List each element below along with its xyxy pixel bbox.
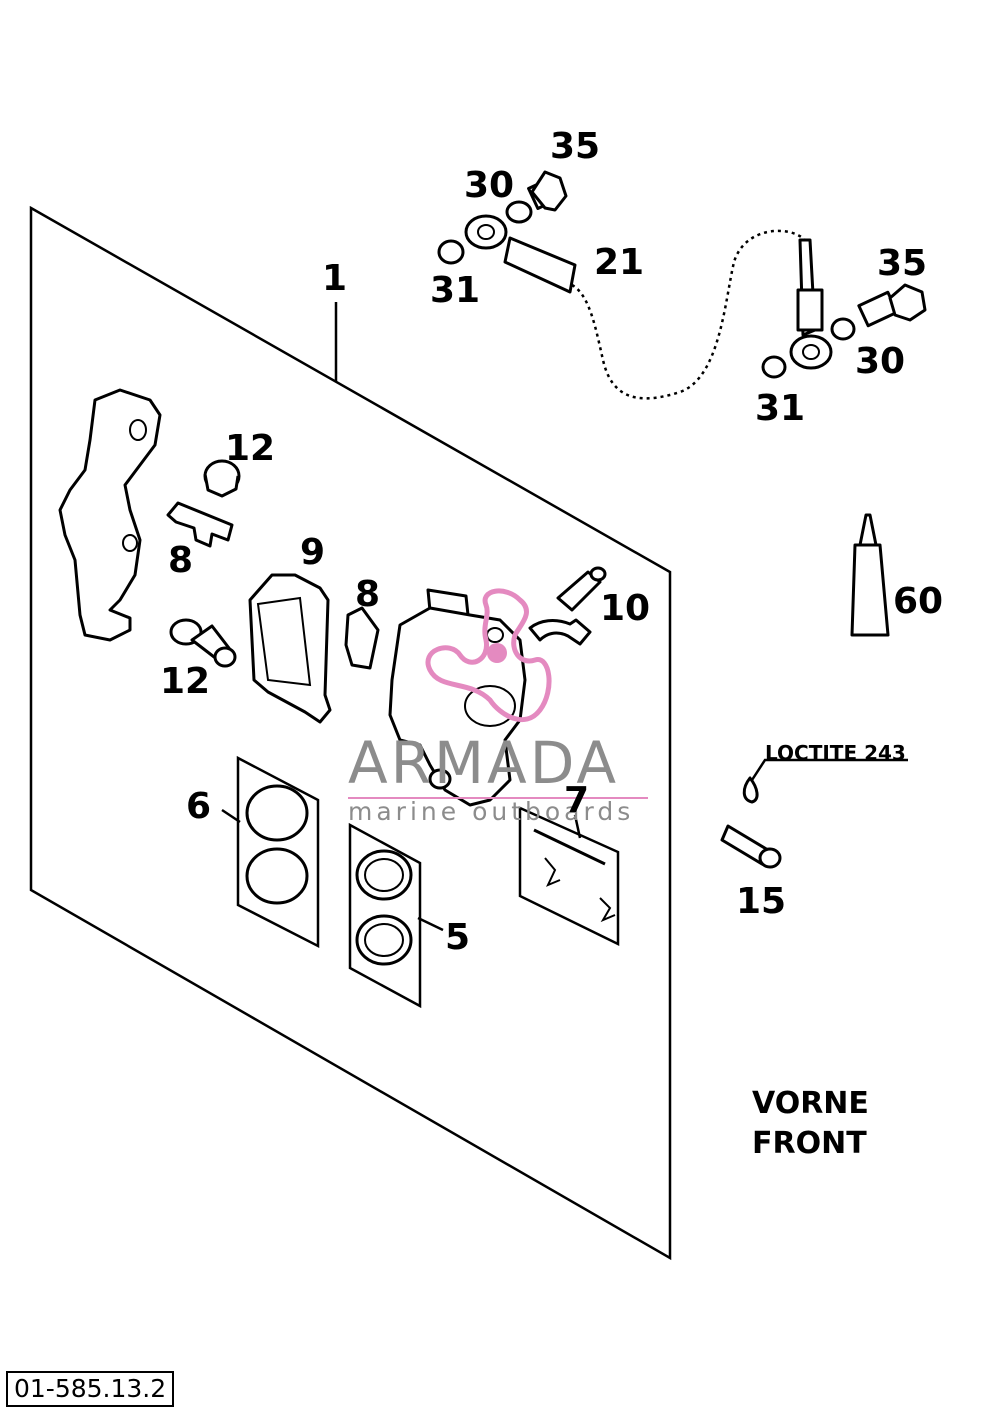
callout-30-upper: 30 bbox=[464, 165, 514, 206]
callout-15: 15 bbox=[736, 881, 786, 922]
spring-clip-8-right bbox=[344, 606, 380, 670]
callout-12-lower: 12 bbox=[160, 661, 210, 702]
pin-kit bbox=[518, 806, 620, 947]
loctite-tube bbox=[850, 513, 890, 637]
callout-7: 7 bbox=[564, 780, 589, 821]
callout-1: 1 bbox=[322, 258, 347, 299]
callout-31-lower: 31 bbox=[755, 388, 805, 429]
callout-35-upper: 35 bbox=[550, 126, 600, 167]
watermark: ARMADA marine outboards bbox=[348, 588, 648, 826]
washer-31-lower bbox=[761, 355, 787, 379]
banjo-bolt-lower bbox=[857, 283, 927, 328]
callout-5: 5 bbox=[445, 917, 470, 958]
direction-label-front: FRONT bbox=[752, 1126, 867, 1161]
watermark-brand: ARMADA bbox=[348, 729, 619, 797]
washer-30-upper bbox=[505, 200, 533, 224]
brake-line bbox=[464, 214, 833, 400]
callout-12-upper: 12 bbox=[225, 428, 275, 469]
spring-clip-8-left bbox=[166, 501, 234, 548]
bushing-12-lower bbox=[169, 618, 237, 668]
caliper-bracket bbox=[58, 388, 162, 642]
brake-pad bbox=[248, 573, 332, 724]
reference-code: 01-585.13.2 bbox=[6, 1371, 175, 1407]
callout-6: 6 bbox=[186, 786, 211, 827]
kit-panel bbox=[29, 205, 672, 1261]
washer-30-lower bbox=[830, 317, 856, 341]
loctite-label: LOCTITE 243 bbox=[765, 741, 906, 765]
callout-8-left: 8 bbox=[168, 540, 193, 581]
watermark-tagline: marine outboards bbox=[348, 797, 634, 826]
seal-kit bbox=[348, 822, 422, 1009]
direction-label-vorne: VORNE bbox=[752, 1086, 869, 1121]
callout-21: 21 bbox=[594, 242, 644, 283]
bushing-12-upper bbox=[203, 459, 241, 498]
bolt-15 bbox=[720, 758, 908, 869]
callout-10: 10 bbox=[600, 588, 650, 629]
bleed-screw bbox=[528, 566, 607, 646]
piston-kit bbox=[236, 755, 320, 949]
callout-8-right: 8 bbox=[355, 574, 380, 615]
washer-31-upper bbox=[437, 239, 465, 265]
callout-31-upper: 31 bbox=[430, 270, 480, 311]
banjo-bolt-upper bbox=[527, 170, 568, 212]
callout-35-lower: 35 bbox=[877, 243, 927, 284]
callout-9: 9 bbox=[300, 532, 325, 573]
callout-60: 60 bbox=[893, 581, 943, 622]
callout-30-lower: 30 bbox=[855, 341, 905, 382]
